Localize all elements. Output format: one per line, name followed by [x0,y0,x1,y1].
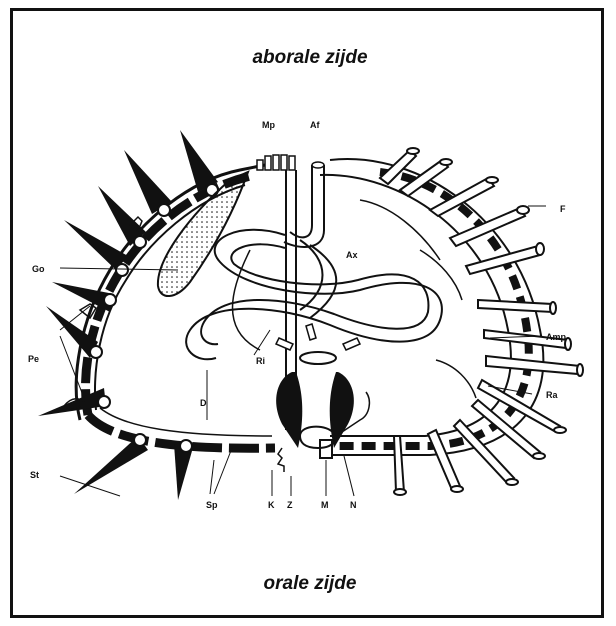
label-f: F [560,204,566,214]
gill [278,448,284,472]
label-af: Af [310,120,320,130]
label-go: Go [32,264,45,274]
label-sp: Sp [206,500,218,510]
madreporite [257,155,295,170]
label-z: Z [287,500,293,510]
label-mp: Mp [262,120,275,130]
label-amp: Amp [546,332,567,342]
water-ring [300,427,335,448]
label-d: D [200,398,207,408]
lantern-stumps [276,324,360,350]
label-pe: Pe [28,354,39,364]
spine [180,130,218,192]
label-ra: Ra [546,390,558,400]
nerve-ring [300,352,336,364]
label-k: K [268,500,275,510]
spine [38,388,106,416]
label-ax: Ax [346,250,358,260]
label-st: St [30,470,39,480]
ampullae [360,200,476,398]
spine [64,220,128,270]
pedicellaria [80,304,96,318]
intestine-outer [186,230,442,359]
anal-tube [290,165,312,237]
label-m: M [321,500,329,510]
label-n: N [350,500,357,510]
esophagus-mouth [320,440,332,458]
lantern-muscle-left [276,372,302,448]
label-ri: Ri [256,356,265,366]
anal-tube-2 [284,165,324,247]
